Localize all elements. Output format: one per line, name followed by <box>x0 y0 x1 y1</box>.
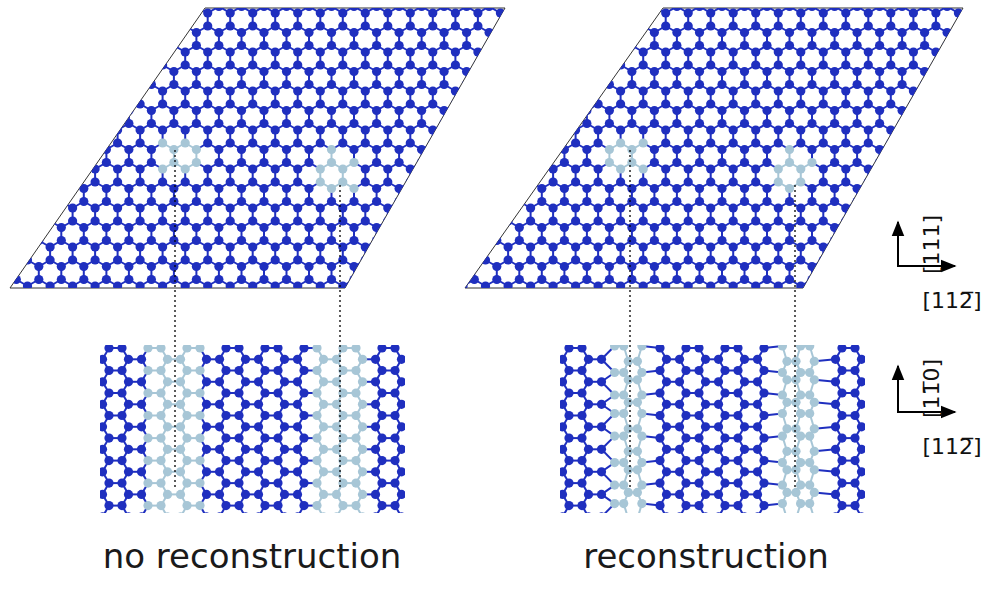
bonds <box>0 0 545 462</box>
panel-caption: reconstruction <box>583 536 829 576</box>
bonds <box>407 0 1004 462</box>
panel-caption: no reconstruction <box>103 536 402 576</box>
axis-label: [112̅] <box>922 434 981 459</box>
atoms <box>402 0 1008 466</box>
cell-outline <box>465 8 963 288</box>
bonds <box>100 345 405 513</box>
dotted-guide <box>175 150 795 490</box>
cell-outline <box>10 8 505 288</box>
atoms <box>560 345 865 513</box>
atoms <box>0 0 550 466</box>
axis-label: [111] <box>919 214 944 273</box>
axis-label: [112̅] <box>922 288 981 313</box>
atoms <box>100 345 405 513</box>
axis-label: [11̅0] <box>919 358 944 417</box>
bonds <box>560 345 865 513</box>
